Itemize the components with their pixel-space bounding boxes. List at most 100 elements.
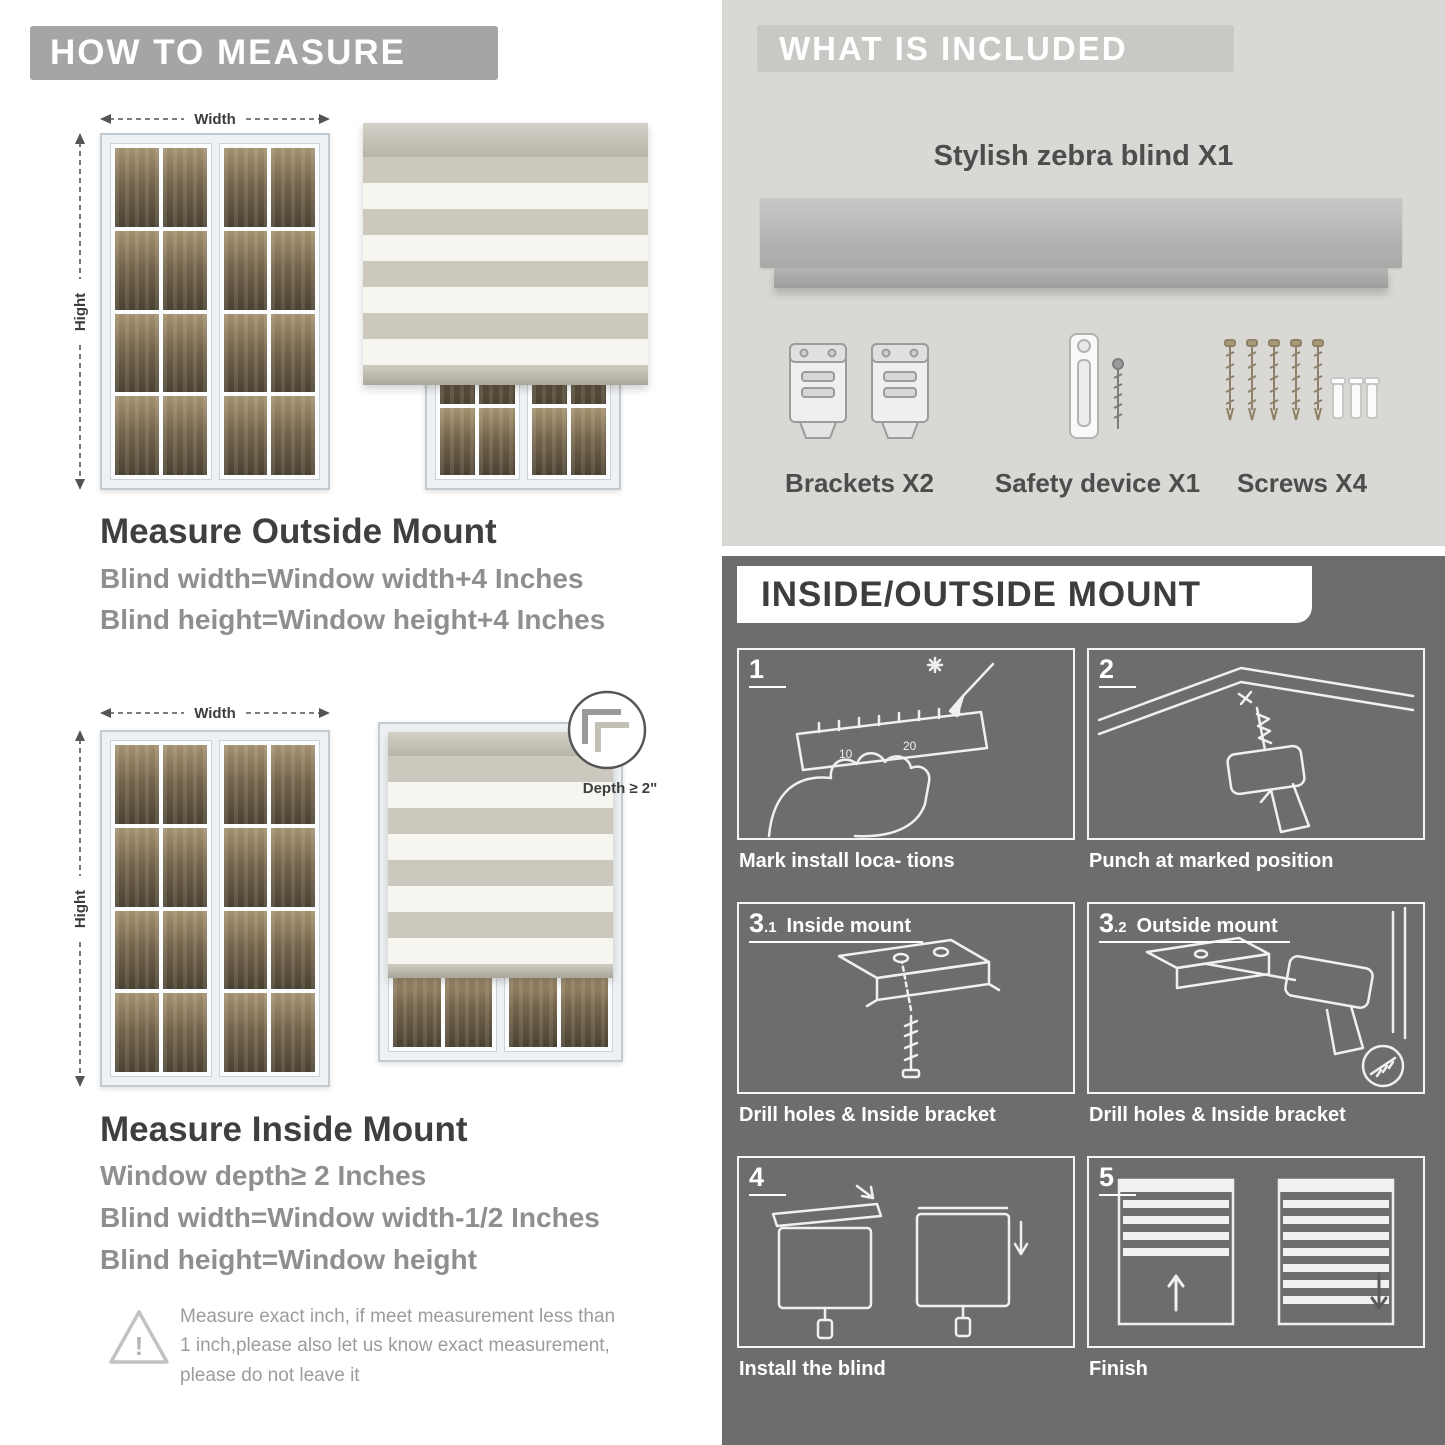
mount-header: INSIDE/OUTSIDE MOUNT: [737, 566, 1312, 623]
window-pane: [162, 313, 207, 393]
step-number: 2: [1099, 654, 1115, 684]
window-pane: [223, 396, 268, 475]
step-5-box: 5: [1087, 1156, 1425, 1348]
inside-formula-width: Blind width=Window width-1/2 Inches: [100, 1202, 600, 1233]
window-pane: [115, 745, 159, 824]
blind-headrail-photo: [760, 198, 1402, 268]
inside-bracket-illustration: [837, 938, 1001, 1079]
window-pane: [115, 993, 159, 1072]
blind-headrail: [363, 123, 648, 157]
step-2-box: 2: [1087, 648, 1425, 840]
window-pane: [223, 745, 268, 824]
window-pane: [115, 313, 159, 393]
what-is-included-header: WHAT IS INCLUDED: [757, 25, 1234, 72]
window-pane: [271, 230, 315, 310]
step-number: 5: [1099, 1162, 1115, 1192]
what-is-included-section: WHAT IS INCLUDED Stylish zebra blind X1: [722, 0, 1445, 546]
zebra-blind-outside-mount: [363, 123, 648, 385]
step-5-caption: Finish: [1089, 1358, 1148, 1380]
window-pane: [223, 313, 268, 393]
height-arrow-inside: Hight: [72, 730, 89, 1087]
step-5: 5: [1087, 1156, 1425, 1381]
step-subnumber: .2: [1114, 919, 1127, 936]
ruler-mark-20: 20: [903, 739, 917, 753]
safety-device-icon: [1069, 333, 1124, 439]
blind-stripes: [388, 756, 613, 966]
step-3-1: 3 .1 Inside mount: [737, 902, 1075, 1127]
window-pane: [223, 148, 268, 227]
warning-triangle-icon: !: [109, 1310, 169, 1364]
window-pane: [560, 972, 608, 1047]
window-pane: [479, 408, 515, 475]
window-pane: [271, 396, 315, 475]
step-subnumber: .1: [764, 919, 777, 936]
step-5-number: 5: [1099, 1162, 1137, 1196]
window-pane: [115, 910, 159, 990]
depth-requirement-label: Depth ≥ 2": [582, 780, 658, 797]
measure-note-text: Measure exact inch, if meet measurement …: [180, 1306, 616, 1386]
width-label: Width: [194, 111, 236, 128]
window-pane: [570, 408, 606, 475]
depth-callout-circle: [567, 690, 647, 770]
window-illustration-inside: [100, 730, 330, 1087]
window-pane: [271, 993, 315, 1072]
window-pane: [223, 827, 268, 907]
step-1: 1 10 20 Mark insta: [737, 648, 1075, 873]
brackets-icon: [789, 343, 929, 439]
warning-exclamation: !: [135, 1331, 144, 1361]
window-pane: [115, 396, 159, 475]
window-pane: [162, 993, 207, 1072]
step-number: 3: [749, 908, 765, 938]
outside-formula-width: Blind width=Window width+4 Inches: [100, 563, 584, 594]
safety-device-label: Safety device X1: [994, 468, 1201, 498]
step-3-1-caption: Drill holes & Inside bracket: [739, 1104, 996, 1126]
window-sash: [110, 143, 212, 480]
window-pane: [271, 827, 315, 907]
step-4: 4: [737, 1156, 1075, 1381]
window-illustration-outside: [100, 133, 330, 490]
window-pane: [271, 745, 315, 824]
window-pane: [162, 827, 207, 907]
window-pane: [162, 396, 207, 475]
drill-punch-illustration: [1097, 666, 1415, 834]
screws-icon: [1224, 339, 1380, 421]
window-pane: [509, 972, 557, 1047]
window-pane: [440, 408, 476, 475]
step-2-number: 2: [1099, 654, 1137, 688]
step-4-box: 4: [737, 1156, 1075, 1348]
mark-locations-illustration: 10 20: [767, 656, 995, 838]
step-number: 1: [749, 654, 765, 684]
window-pane: [162, 745, 207, 824]
step-title: Outside mount: [1136, 915, 1278, 937]
measure-outside-title: Measure Outside Mount: [100, 512, 497, 551]
step-3-1-box: 3 .1 Inside mount: [737, 902, 1075, 1094]
step-3-2: 3 .2 Outside mount: [1087, 902, 1425, 1127]
window-pane: [393, 972, 441, 1047]
step-number: 4: [749, 1162, 765, 1192]
window-pane: [115, 148, 159, 227]
product-label: Stylish zebra blind X1: [933, 140, 1234, 172]
step-3-2-box: 3 .2 Outside mount: [1087, 902, 1425, 1094]
window-sash: [110, 740, 212, 1077]
inside-formula-height: Blind height=Window height: [100, 1244, 477, 1275]
how-to-measure-header: HOW TO MEASURE: [30, 26, 498, 80]
mount-instructions-section: INSIDE/OUTSIDE MOUNT 1: [722, 556, 1445, 1445]
step-4-number: 4: [749, 1162, 787, 1196]
step-2: 2 Punch at: [1087, 648, 1425, 873]
window-pane: [271, 148, 315, 227]
step-1-box: 1 10 20: [737, 648, 1075, 840]
step-3-1-number: 3 .1 Inside mount: [749, 910, 923, 943]
height-label: Hight: [72, 890, 89, 928]
window-pane: [162, 148, 207, 227]
width-label: Width: [194, 705, 236, 722]
step-3-2-caption: Drill holes & Inside bracket: [1089, 1104, 1346, 1126]
step-1-number: 1: [749, 654, 787, 688]
finish-illustration: [1117, 1178, 1395, 1326]
ruler-mark-10: 10: [839, 747, 853, 761]
blind-bottomrail: [363, 369, 648, 385]
step-title: Inside mount: [786, 915, 911, 937]
window-pane: [271, 313, 315, 393]
blind-stripes: [363, 157, 648, 369]
inside-formula-depth: Window depth≥ 2 Inches: [100, 1160, 427, 1191]
window-pane: [162, 230, 207, 310]
